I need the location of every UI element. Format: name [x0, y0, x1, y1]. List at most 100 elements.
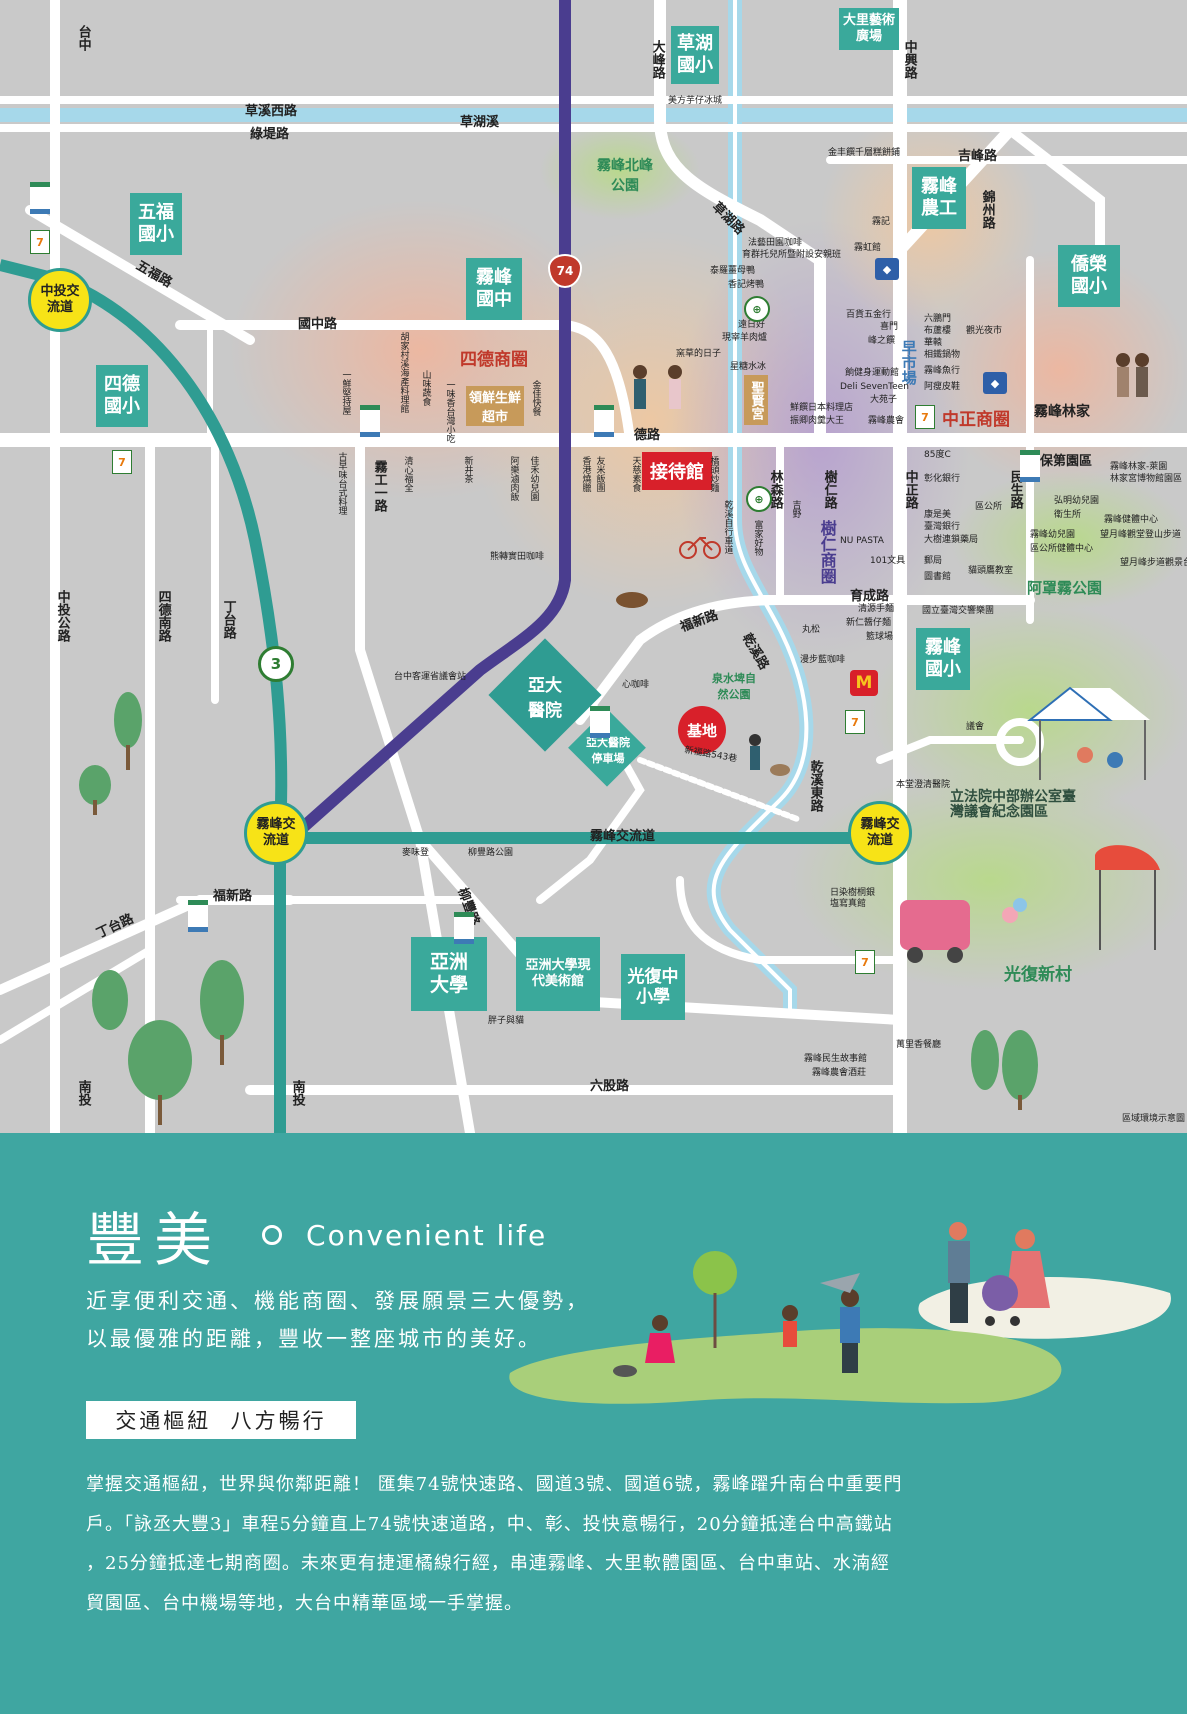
shop-gudao: 古早味台式料理 — [336, 452, 347, 515]
familymart-icon — [1020, 450, 1040, 482]
shop-bakuai: 百貨五金行 — [846, 310, 892, 320]
shengxian-label: 聖賢宮 — [748, 380, 764, 420]
shop-zhenbei: 振卿肉羹大王 — [790, 416, 845, 426]
asia-museum: 亞洲大學現代美術館 — [516, 937, 600, 1011]
shop-jitang: 吉野 — [790, 500, 801, 518]
caohu-creek-label: 草湖溪 — [460, 115, 500, 130]
shop-mei: 丸松 — [802, 625, 821, 635]
map-footnote: 區域環境示意圖 — [1122, 1114, 1186, 1124]
school-caohu: 草湖國小 — [671, 26, 719, 84]
bicycle-illustration — [679, 536, 721, 559]
direction-nantou-left: 南投 — [75, 1080, 91, 1106]
guangfu-stall-illustration — [900, 845, 1160, 963]
asia-parking-label: 亞大醫院停車場 — [586, 736, 630, 765]
shop-fa101: 101文具 — [870, 556, 906, 566]
route-3-label: 3 — [270, 655, 282, 673]
familymart-icon — [594, 405, 614, 437]
shop-xinkafei: 心咖啡 — [622, 680, 650, 690]
shop-yishan: 一鮮堅持屋 — [340, 370, 351, 415]
mcdonalds-icon: M — [850, 670, 878, 696]
route-74-line — [296, 0, 571, 835]
familymart-icon — [454, 912, 474, 944]
road-zhongxing-label: 中興路 — [901, 40, 917, 79]
north-park-label: 霧峰北峰公園 — [597, 155, 653, 195]
shuren-area-label: 樹仁商圈 — [817, 520, 837, 584]
familymart-icon — [360, 405, 380, 437]
body-line-2: 戶。「詠丞大豐3」車程5分鐘直上74號快速道路，中、彰、投快意暢行，20分鐘抵達… — [86, 1513, 893, 1535]
shop-wufeng-ag2: 霧峰農會酒莊 — [812, 1068, 867, 1078]
shop-meifang: 美方芋仔冰城 — [668, 96, 723, 106]
asia-hospital-label-wrap: 亞大醫院 — [520, 672, 570, 721]
shop-luxiao: 六鵬門 — [924, 314, 952, 324]
asia-parking-label-wrap: 亞大醫院停車場 — [580, 730, 636, 770]
shop-meilian: 康是美 — [924, 510, 952, 520]
shop-taihua: 臺灣銀行 — [924, 522, 961, 532]
road-caoxi-west-label: 草溪西路 — [245, 104, 298, 119]
road-left-sw — [0, 946, 154, 1044]
shop-wei: 貓頭鷹教室 — [968, 566, 1014, 576]
shop-jinfeng: 金丰饌千層糕餅鋪 — [828, 148, 901, 158]
heading-title: 豐美 — [86, 1206, 223, 1274]
reception-label: 接待館 — [650, 462, 704, 483]
school-asia-univ-label: 亞洲大學 — [429, 951, 468, 996]
qianxi-river-inner — [711, 0, 809, 1010]
shop-xiangji: 香記烤鴨 — [728, 280, 765, 290]
dali-art-plaza: 大里藝術廣場 — [839, 8, 899, 50]
shop-shilu: 天慈素食 — [630, 456, 641, 492]
road-qianxi-east-label: 乾溪東路 — [807, 760, 823, 812]
family-illustration — [509, 1222, 1171, 1404]
tree — [971, 1030, 999, 1090]
bottom-section: 豐美 Convenient life 近享便利交通、機能商圈、發展願景三大優勢，… — [0, 1133, 1187, 1714]
awu-glow — [950, 470, 1187, 610]
tree — [79, 765, 111, 805]
school-wufu: 五福國小 — [130, 193, 182, 255]
school-wufeng-ag-label: 霧峰農工 — [921, 176, 957, 219]
shop-taizhong-keyun: 台中客運省議會站 — [394, 672, 467, 682]
road-exit-east — [876, 736, 1024, 764]
road-wugong1 — [355, 435, 475, 1133]
school-asia-univ: 亞洲大學 — [411, 937, 487, 1011]
side-area-label: 四德商圈 — [460, 350, 528, 370]
carrefour-icon: ◆ — [875, 258, 899, 280]
shop-wufeng-sport: 霧峰健體中心 — [1104, 515, 1159, 525]
carrefour-icon: ◆ — [983, 372, 1007, 394]
body-line-4: 貿園區、台中機場等地，大台中精華區域一手掌握。 — [86, 1592, 523, 1614]
road-dingtai-label: 丁台路 — [220, 600, 236, 639]
school-wufeng-ag: 霧峰農工 — [912, 167, 966, 229]
school-caohu-label: 草湖國小 — [677, 33, 713, 76]
shop-nupasta: NU PASTA — [840, 536, 884, 546]
school-side: 四德國小 — [96, 365, 148, 427]
shop-qingjing: 香港燒臘 — [580, 456, 591, 492]
shop-manbu: 漫步藍咖啡 — [800, 655, 846, 665]
shop-liufeng-park: 柳豐路公園 — [468, 848, 514, 858]
linjia-label: 霧峰林家 — [1034, 404, 1090, 420]
post-office-icon: ⊕ — [746, 486, 772, 512]
awu-park-label: 阿罩霧公園 — [1027, 579, 1103, 597]
gongbao-label: 宮保第園區 — [1027, 454, 1093, 469]
caohu-creek — [0, 108, 1187, 122]
zaoshichang-label: 早市場 — [899, 340, 918, 385]
shop-wufeng-fish: 霧峰魚行 — [924, 366, 961, 376]
legislature-tent-illustration — [1027, 686, 1150, 780]
shop-deli: Deli SevenTeen — [840, 382, 909, 392]
familymart-icon — [590, 706, 610, 738]
road-yucheng-label: 育成路 — [850, 589, 890, 604]
shop-pangzi: 胖子與貓 — [488, 1016, 525, 1026]
seven-eleven-icon: 7 — [30, 230, 50, 254]
school-wufeng-es: 霧峰國小 — [916, 628, 970, 690]
shop-wuyang: 阿樂滷肉飯 — [508, 456, 519, 501]
map-graphics — [0, 0, 1187, 1133]
legislature-text: 立法院中部辦公室臺灣議會紀念園區 — [950, 789, 1076, 821]
intro-line-2: 以最優雅的距離，豐收一整座城市的美好。 — [86, 1326, 542, 1351]
shop-xiong: 熊轉實田咖啡 — [490, 552, 545, 562]
linjia-couple-illustration — [1116, 353, 1149, 397]
shop-dashu: 大樹連鎖藥局 — [924, 535, 979, 545]
route-74-label: 74 — [556, 264, 574, 278]
tree — [200, 960, 244, 1040]
shengxian-temple: 聖賢宮 — [744, 375, 768, 425]
route-3-line — [0, 259, 288, 1133]
body-line-1: 掌握交通樞紐，世界與你鄰距離！ 匯集74號快速路、國道3號、國道6號，霧峰躍升南… — [86, 1474, 903, 1495]
road-jifeng-label: 吉峰路 — [958, 149, 998, 164]
shop-xianxian: 現宰羊肉爐 — [722, 333, 768, 343]
shop-zaxiazi: 窯草的日子 — [676, 349, 722, 359]
